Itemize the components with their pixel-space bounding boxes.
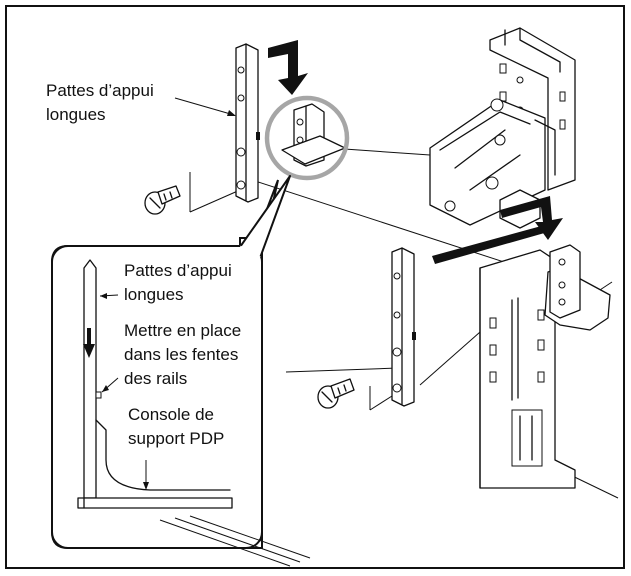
label-inset-brackets-line2: longues <box>124 285 184 304</box>
floor-lines <box>159 515 311 567</box>
label-inset-slots-line2: dans les fentes <box>124 345 238 364</box>
inset-box <box>51 245 263 549</box>
long-support-bracket-top <box>235 43 260 203</box>
top-label-leader <box>174 97 236 116</box>
label-long-brackets-top-line2: longues <box>46 105 106 124</box>
screw-icon <box>317 378 355 409</box>
label-inset-console-line2: support PDP <box>128 429 224 448</box>
down-arrow-icon <box>500 196 563 240</box>
down-arrow-icon <box>83 328 95 358</box>
inset-leader-lines <box>99 293 149 490</box>
pdp-support-frame <box>429 27 576 229</box>
down-arrow-icon <box>268 40 308 95</box>
label-inset-slots-line3: des rails <box>124 369 187 388</box>
label-inset-brackets-line1: Pattes d’appui <box>124 261 232 280</box>
highlight-circle <box>264 95 350 181</box>
figure-frame <box>5 5 625 569</box>
rail-bar <box>432 225 548 264</box>
screw-icon <box>144 185 181 215</box>
label-inset-slots-line1: Mettre en place <box>124 321 241 340</box>
inset-bracket-side-view <box>77 259 233 509</box>
label-long-brackets-top-line1: Pattes d’appui <box>46 81 154 100</box>
long-support-bracket-bottom <box>391 247 416 407</box>
pdp-support-console <box>544 244 611 331</box>
label-inset-console-line1: Console de <box>128 405 214 424</box>
